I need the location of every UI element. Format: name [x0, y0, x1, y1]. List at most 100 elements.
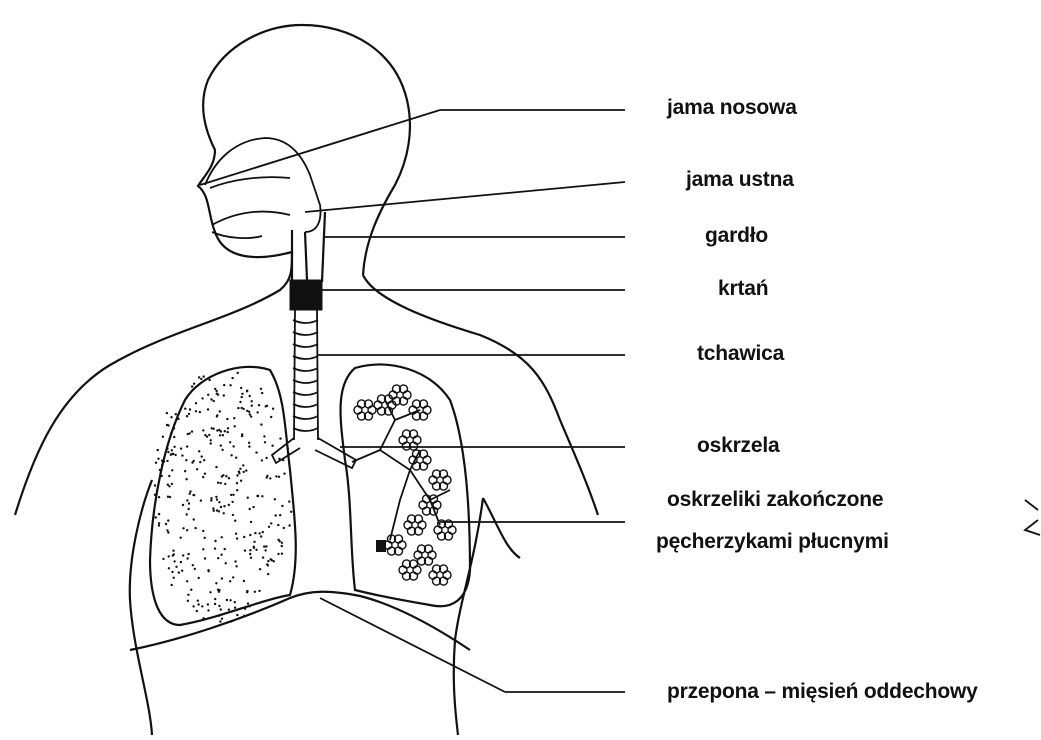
texture-dot [237, 407, 239, 409]
texture-dot [258, 590, 260, 592]
texture-dot [181, 570, 183, 572]
texture-dot [275, 514, 277, 516]
texture-dot [184, 408, 186, 410]
lung-texture [154, 372, 293, 623]
texture-dot [224, 548, 226, 550]
texture-dot [268, 526, 270, 528]
texture-dot [258, 532, 260, 534]
texture-dot [166, 412, 168, 414]
texture-dot [215, 496, 217, 498]
texture-dot [226, 599, 228, 601]
texture-dot [172, 453, 174, 455]
texture-dot [161, 460, 163, 462]
texture-dot [206, 436, 208, 438]
texture-dot [185, 478, 187, 480]
texture-dot [242, 464, 244, 466]
texture-dot [213, 510, 215, 512]
texture-dot [244, 549, 246, 551]
texture-dot [189, 408, 191, 410]
texture-dot [216, 509, 218, 511]
texture-dot [171, 584, 173, 586]
texture-dot [170, 432, 172, 434]
texture-dot [240, 480, 242, 482]
texture-dot [154, 494, 156, 496]
texture-dot [236, 489, 238, 491]
texture-dot [171, 469, 173, 471]
texture-dot [218, 589, 220, 591]
label-trachea: tchawica [697, 342, 784, 366]
texture-dot [251, 400, 253, 402]
texture-dot [181, 454, 183, 456]
texture-dot [173, 553, 175, 555]
texture-dot [190, 589, 192, 591]
texture-dot [249, 553, 251, 555]
texture-dot [252, 506, 254, 508]
texture-dot [170, 416, 172, 418]
texture-dot [232, 576, 234, 578]
texture-dot [219, 434, 221, 436]
texture-dot [161, 475, 163, 477]
texture-dot [281, 545, 283, 547]
texture-dot [155, 516, 157, 518]
texture-dot [207, 609, 209, 611]
texture-dot [157, 458, 159, 460]
texture-dot [223, 505, 225, 507]
texture-dot [167, 424, 169, 426]
texture-dot [230, 620, 232, 622]
texture-dot [239, 401, 241, 403]
texture-dot [234, 601, 236, 603]
label-bronchioles-line1: oskrzeliki zakończone [667, 488, 883, 512]
texture-dot [207, 569, 209, 571]
texture-dot [229, 599, 231, 601]
texture-dot [202, 617, 204, 619]
texture-dot [236, 482, 238, 484]
texture-dot [271, 559, 273, 561]
texture-dot [216, 498, 218, 500]
texture-dot [241, 435, 243, 437]
texture-dot [216, 415, 218, 417]
texture-dot [221, 618, 223, 620]
texture-dot [171, 571, 173, 573]
texture-dot [169, 496, 171, 498]
texture-dot [218, 605, 220, 607]
texture-dot [188, 413, 190, 415]
texture-dot [214, 603, 216, 605]
texture-dot [272, 408, 274, 410]
texture-dot [212, 507, 214, 509]
texture-dot [277, 539, 279, 541]
texture-dot [230, 494, 232, 496]
texture-dot [158, 524, 160, 526]
texture-dot [269, 477, 271, 479]
texture-dot [210, 497, 212, 499]
texture-dot [195, 402, 197, 404]
label-bronchi: oskrzela [697, 434, 779, 458]
texture-dot [203, 459, 205, 461]
texture-dot [232, 514, 234, 516]
texture-dot [182, 504, 184, 506]
texture-dot [188, 508, 190, 510]
texture-dot [177, 418, 179, 420]
texture-dot [218, 372, 220, 374]
texture-dot [227, 431, 229, 433]
texture-dot [237, 372, 239, 374]
texture-dot [186, 415, 188, 417]
texture-dot [228, 477, 230, 479]
label-nasal-cavity: jama nosowa [667, 96, 797, 120]
texture-dot [226, 418, 228, 420]
texture-dot [243, 471, 245, 473]
texture-dot [191, 430, 193, 432]
texture-dot [255, 549, 257, 551]
texture-dot [235, 457, 237, 459]
texture-dot [184, 470, 186, 472]
texture-dot [250, 521, 252, 523]
texture-dot [166, 460, 168, 462]
texture-dot [189, 490, 191, 492]
texture-dot [228, 609, 230, 611]
texture-dot [264, 549, 266, 551]
texture-dot [249, 508, 251, 510]
texture-dot [199, 411, 201, 413]
texture-dot [204, 473, 206, 475]
label-larynx: krtań [718, 277, 768, 301]
texture-dot [155, 462, 157, 464]
